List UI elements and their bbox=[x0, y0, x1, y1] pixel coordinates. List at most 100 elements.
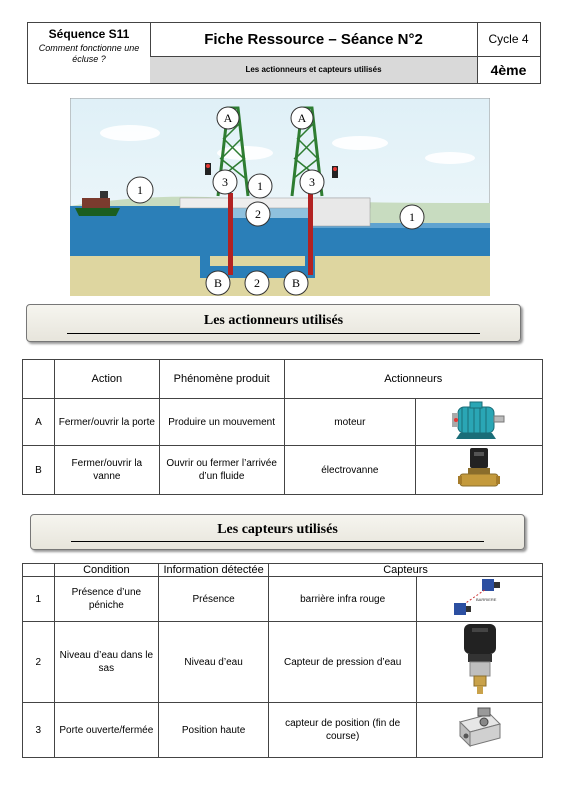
upper-quay bbox=[309, 197, 371, 227]
row-actuator: moteur bbox=[283, 398, 417, 446]
level-label: 4ème bbox=[490, 62, 527, 78]
cloud bbox=[425, 152, 475, 164]
row-sensor-image-cell: BARRIERE bbox=[416, 576, 543, 622]
electric-motor-icon bbox=[452, 401, 505, 439]
label-1-mid: 1 bbox=[257, 179, 263, 193]
upstream-surface bbox=[310, 223, 490, 228]
traffic-light bbox=[205, 163, 211, 175]
row-phenomenon: Ouvrir ou fermer l’arrivée d’un fluide bbox=[158, 445, 285, 495]
header-info: Information détectée bbox=[158, 563, 270, 577]
label-3-left: 3 bbox=[222, 175, 228, 189]
row-sensor-image-cell bbox=[416, 621, 543, 703]
label-circle-2-top bbox=[245, 201, 271, 227]
row-action: Fermer/ouvrir la vanne bbox=[53, 445, 160, 495]
label-2-top: 2 bbox=[255, 207, 261, 221]
row-action: Fermer/ouvrir la porte bbox=[53, 398, 160, 446]
actuators-table: Action Phénomène produit Actionneurs A F… bbox=[22, 359, 543, 495]
cloud bbox=[332, 136, 388, 150]
sequence-cell: Séquence S11 Comment fonctionne une éclu… bbox=[28, 23, 151, 83]
gate-left bbox=[228, 193, 233, 275]
page-subtitle: Les actionneurs et capteurs utilisés bbox=[150, 57, 477, 83]
row-info: Position haute bbox=[158, 702, 270, 758]
row-actuator-image-cell bbox=[415, 398, 543, 446]
upstream-water bbox=[310, 226, 490, 256]
row-sensor-image-cell bbox=[416, 702, 543, 758]
header-action: Action bbox=[53, 359, 160, 399]
row-id: 1 bbox=[22, 576, 55, 622]
culvert-left bbox=[200, 236, 210, 276]
table-header-row: Action Phénomène produit Actionneurs bbox=[22, 359, 543, 399]
row-id: 3 bbox=[22, 702, 55, 758]
cycle-label: Cycle 4 bbox=[477, 23, 540, 57]
table-header-row: Condition Information détectée Capteurs bbox=[22, 563, 543, 577]
label-b-right: B bbox=[292, 276, 300, 290]
label-circle-a-left bbox=[216, 106, 240, 130]
header-actuators: Actionneurs bbox=[283, 359, 543, 399]
label-circle-1-right bbox=[399, 204, 425, 230]
traffic-light bbox=[332, 166, 338, 178]
table-row: 2 Niveau d’eau dans le sas Niveau d’eau … bbox=[22, 621, 543, 703]
row-sensor: capteur de position (fin de course) bbox=[268, 702, 418, 758]
label-3-right: 3 bbox=[309, 175, 315, 189]
header-phenomenon: Phénomène produit bbox=[158, 359, 285, 399]
row-actuator-image-cell bbox=[415, 445, 543, 495]
page-title: Fiche Ressource – Séance N°2 bbox=[150, 23, 477, 57]
title-underline bbox=[71, 541, 484, 542]
label-circle-a-right bbox=[290, 106, 314, 130]
row-id: 2 bbox=[22, 621, 55, 703]
actuators-section-title-box: Les actionneurs utilisés bbox=[26, 304, 521, 342]
label-circle-1-left bbox=[126, 176, 154, 204]
row-sensor: barrière infra rouge bbox=[268, 576, 418, 622]
actuators-section-title: Les actionneurs utilisés bbox=[203, 313, 344, 328]
row-condition: Porte ouverte/fermée bbox=[53, 702, 160, 758]
row-info: Présence bbox=[158, 576, 270, 622]
pressure-sensor-icon bbox=[463, 624, 496, 694]
label-circle-1-mid bbox=[247, 173, 273, 199]
label-circle-2-bottom bbox=[244, 270, 270, 296]
row-actuator: électrovanne bbox=[283, 445, 417, 495]
label-circle-b-left bbox=[205, 270, 231, 296]
row-condition: Niveau d’eau dans le sas bbox=[53, 621, 160, 703]
label-b-left: B bbox=[214, 276, 222, 290]
sensors-table: Condition Information détectée Capteurs … bbox=[22, 563, 543, 758]
table-row: 3 Porte ouverte/fermée Position haute ca… bbox=[22, 702, 543, 758]
row-sensor: Capteur de pression d’eau bbox=[268, 621, 418, 703]
title-underline bbox=[67, 333, 480, 334]
cloud bbox=[100, 125, 160, 141]
sensors-section-title-box: Les capteurs utilisés bbox=[30, 514, 525, 550]
header-condition: Condition bbox=[53, 563, 160, 577]
label-1-right: 1 bbox=[409, 210, 415, 224]
row-id: B bbox=[22, 445, 55, 495]
table-row: B Fermer/ouvrir la vanne Ouvrir ou ferme… bbox=[22, 445, 543, 495]
label-a-right: A bbox=[298, 111, 307, 125]
barge bbox=[75, 191, 120, 216]
limit-switch-icon bbox=[458, 707, 501, 748]
label-circle-3-right bbox=[299, 169, 325, 195]
row-condition: Présence d’une péniche bbox=[53, 576, 160, 622]
label-2-bottom: 2 bbox=[254, 276, 260, 290]
header-sensors: Capteurs bbox=[268, 563, 543, 577]
header-frame: Séquence S11 Comment fonctionne une éclu… bbox=[27, 22, 541, 84]
red-light bbox=[206, 164, 210, 168]
gate-right bbox=[308, 193, 313, 275]
sequence-title: Séquence S11 bbox=[48, 27, 130, 41]
title-cell: Fiche Ressource – Séance N°2 Les actionn… bbox=[150, 23, 478, 83]
infrared-barrier-icon: BARRIERE bbox=[453, 579, 500, 615]
label-circle-3-left bbox=[212, 169, 238, 195]
row-info: Niveau d’eau bbox=[158, 621, 270, 703]
barrier-badge: BARRIERE bbox=[476, 597, 497, 602]
red-light bbox=[333, 167, 337, 171]
solenoid-valve-icon bbox=[458, 448, 501, 487]
row-phenomenon: Produire un mouvement bbox=[158, 398, 285, 446]
row-id: A bbox=[22, 398, 55, 446]
table-row: 1 Présence d’une péniche Présence barriè… bbox=[22, 576, 543, 622]
label-circle-b-right bbox=[283, 270, 309, 296]
lock-diagram: A A 1 3 1 3 2 1 B 2 B bbox=[70, 98, 490, 296]
label-1-left: 1 bbox=[137, 183, 143, 197]
sequence-question: Comment fonctionne une écluse ? bbox=[38, 43, 140, 64]
header-empty-cell bbox=[22, 359, 55, 399]
header-empty-cell bbox=[22, 563, 55, 577]
sensors-section-title: Les capteurs utilisés bbox=[217, 522, 338, 537]
table-row: A Fermer/ouvrir la porte Produire un mou… bbox=[22, 398, 543, 446]
level-cell: Cycle 4 4ème bbox=[477, 23, 540, 83]
